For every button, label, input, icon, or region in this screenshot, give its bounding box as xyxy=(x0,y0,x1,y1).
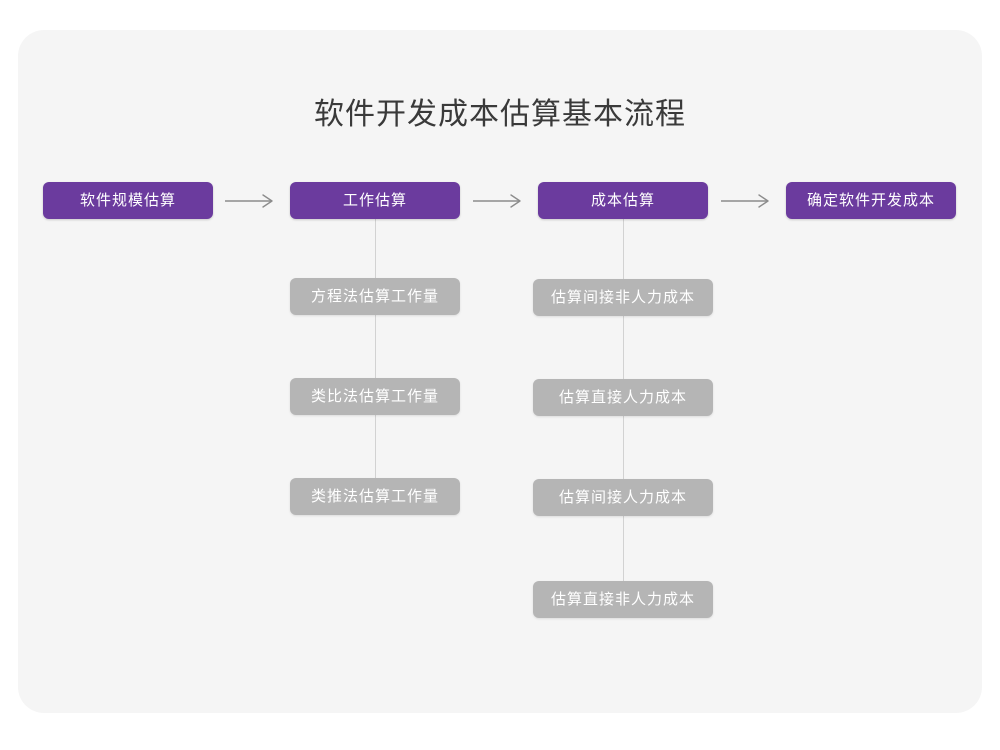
node-work-estimation[interactable]: 工作估算 xyxy=(290,182,460,219)
node-label: 类推法估算工作量 xyxy=(310,488,439,505)
node-label: 估算直接人力成本 xyxy=(558,389,687,406)
connector-work-estimation xyxy=(375,219,376,479)
node-label: 确定软件开发成本 xyxy=(806,192,935,209)
node-label: 软件规模估算 xyxy=(79,192,176,209)
node-label: 方程法估算工作量 xyxy=(310,288,439,305)
node-equation-method-workload[interactable]: 方程法估算工作量 xyxy=(290,278,460,315)
node-label: 估算间接人力成本 xyxy=(558,489,687,506)
node-indirect-nonlabor-cost[interactable]: 估算间接非人力成本 xyxy=(533,279,713,316)
node-determine-development-cost[interactable]: 确定软件开发成本 xyxy=(786,182,956,219)
node-software-size-estimation[interactable]: 软件规模估算 xyxy=(43,182,213,219)
arrow-right-icon-3 xyxy=(721,191,774,211)
node-analogy-method-workload[interactable]: 类比法估算工作量 xyxy=(290,378,460,415)
node-indirect-labor-cost[interactable]: 估算间接人力成本 xyxy=(533,479,713,516)
node-direct-labor-cost[interactable]: 估算直接人力成本 xyxy=(533,379,713,416)
node-label: 成本估算 xyxy=(590,192,655,209)
node-label: 类比法估算工作量 xyxy=(310,388,439,405)
node-label: 估算直接非人力成本 xyxy=(550,591,695,608)
node-direct-nonlabor-cost[interactable]: 估算直接非人力成本 xyxy=(533,581,713,618)
diagram-card xyxy=(18,30,982,713)
arrow-right-icon-1 xyxy=(225,191,278,211)
node-inference-method-workload[interactable]: 类推法估算工作量 xyxy=(290,478,460,515)
node-cost-estimation[interactable]: 成本估算 xyxy=(538,182,708,219)
node-label: 估算间接非人力成本 xyxy=(550,289,695,306)
arrow-right-icon-2 xyxy=(473,191,526,211)
page-title: 软件开发成本估算基本流程 xyxy=(314,98,686,131)
node-label: 工作估算 xyxy=(342,192,407,209)
